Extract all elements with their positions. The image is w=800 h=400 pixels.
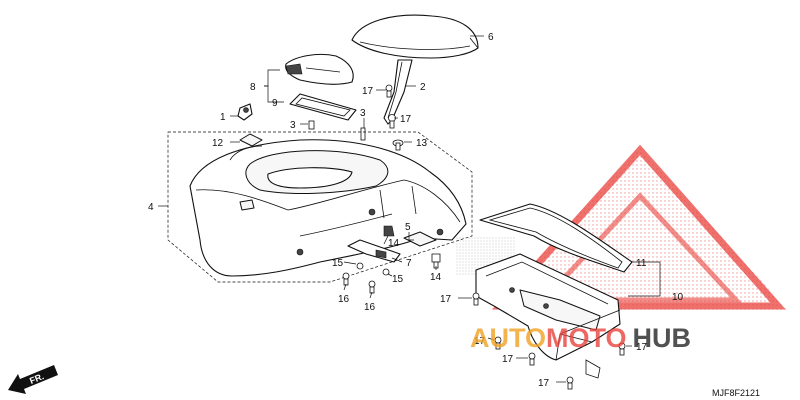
watermark-part-moto: MOTO — [546, 323, 627, 353]
callout-12: 12 — [212, 138, 224, 149]
part-clip — [237, 103, 253, 121]
watermark-part-hub: HUB — [633, 323, 692, 353]
callout-17-g: 17 — [636, 342, 648, 353]
part-14-upper — [383, 225, 395, 237]
diagram-code: MJF8F2121 — [712, 388, 760, 398]
callout-7: 7 — [406, 258, 412, 269]
callout-16-b: 16 — [364, 302, 376, 313]
callout-17-c: 17 — [440, 294, 452, 305]
callout-17-b: 17 — [400, 114, 412, 125]
part-small-cover — [285, 53, 354, 85]
part-14-lower — [431, 253, 441, 269]
callout-2: 2 — [420, 82, 426, 93]
callout-17-a: 17 — [362, 86, 374, 97]
part-rear-cowl — [189, 139, 467, 277]
callout-8: 8 — [250, 82, 256, 93]
part-bolt-17-upper — [385, 84, 396, 129]
callout-5: 5 — [405, 222, 411, 233]
front-direction-arrow: FR. — [8, 365, 58, 394]
part-pad — [239, 133, 263, 147]
callout-16-a: 16 — [338, 294, 350, 305]
part-screw-13 — [392, 139, 404, 151]
callout-3-b: 3 — [360, 108, 366, 119]
callout-9: 9 — [272, 98, 278, 109]
part-bolt-17-lower — [472, 292, 626, 390]
part-bolt-3a — [308, 120, 315, 130]
part-screw-15-16 — [342, 262, 390, 294]
callout-1: 1 — [220, 112, 226, 123]
callout-10: 10 — [672, 292, 684, 303]
callout-3-a: 3 — [290, 120, 296, 131]
callout-11: 11 — [636, 258, 647, 269]
callout-15-a: 15 — [332, 258, 344, 269]
part-seat-cowl — [351, 14, 479, 59]
part-bolt-3b — [360, 127, 366, 141]
part-gasket — [289, 93, 357, 121]
part-4-boundary — [167, 131, 473, 283]
part-bracket-7 — [347, 239, 401, 263]
callout-14-b: 14 — [430, 272, 442, 283]
watermark-part-auto: AUTO — [470, 323, 546, 353]
callout-numbers: 8 9 6 2 17 17 13 1 3 3 12 4 5 14 7 14 15… — [148, 32, 684, 389]
callout-4: 4 — [148, 202, 154, 213]
callout-17-f: 17 — [538, 378, 550, 389]
leader-lines — [158, 35, 661, 383]
callout-17-d: 17 — [474, 336, 486, 347]
callout-15-b: 15 — [392, 274, 404, 285]
part-tray — [475, 253, 621, 379]
callout-6: 6 — [488, 32, 494, 43]
callout-14-a: 14 — [388, 238, 400, 249]
callout-17-e: 17 — [502, 354, 514, 365]
callout-13: 13 — [416, 138, 428, 149]
part-pad-5 — [403, 231, 437, 247]
